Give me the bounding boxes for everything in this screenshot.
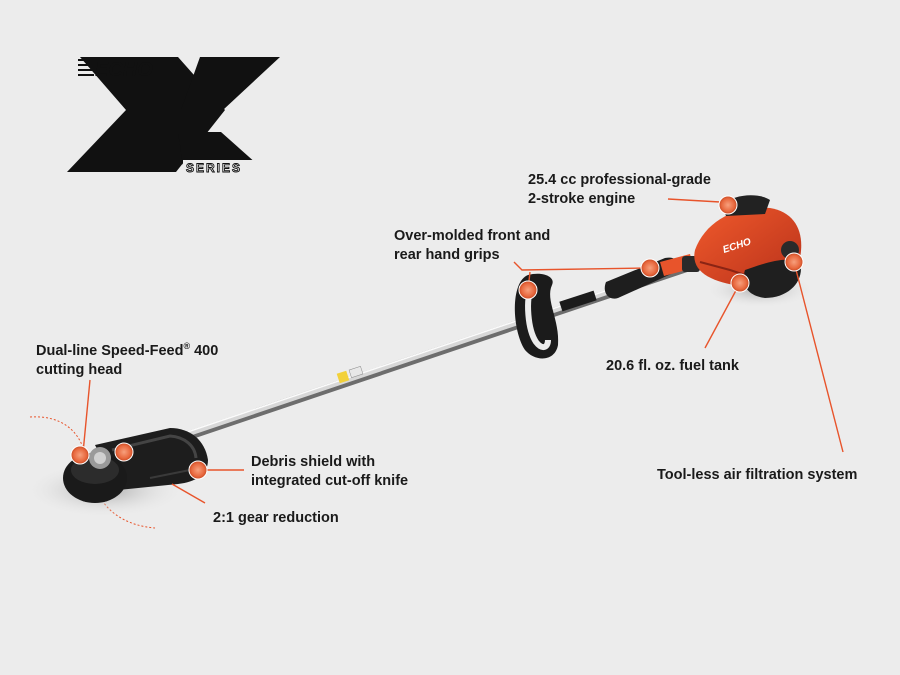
callout-fuel-tank: 20.6 fl. oz. fuel tank (606, 357, 739, 376)
string-trimmer-product-image: ECHO (25, 195, 815, 518)
callout-cutting-head-line2: cutting head (36, 361, 123, 378)
callout-cutting-head: Dual-line Speed-Feed® 400 cutting head (36, 337, 218, 380)
series-text: SERIES (186, 161, 242, 175)
callout-air-filter: Tool-less air filtration system (657, 466, 857, 485)
callout-air-filter-line1: Tool-less air filtration system (657, 467, 858, 483)
hotspot-marker (70, 445, 90, 465)
echo-wordmark: ECHO (78, 59, 153, 81)
hotspot-marker (114, 442, 134, 462)
hotspot-markers[interactable] (70, 195, 804, 480)
callout-grips: Over-molded front and rear hand grips (394, 227, 550, 265)
hotspot-marker (188, 460, 208, 480)
callout-debris-shield-line2: integrated cut-off knife (251, 473, 409, 489)
callout-gear-reduction: 2:1 gear reduction (213, 509, 339, 528)
echo-logo-text: ECHO (95, 59, 153, 81)
callout-grips-line1: Over-molded front and (394, 228, 551, 244)
hotspot-marker (784, 252, 804, 272)
callout-grips-line2: rear hand grips (394, 247, 500, 263)
echo-x-series-logo: SERIES ECHO (67, 57, 280, 175)
callout-engine: 25.4 cc professional-grade 2-stroke engi… (528, 171, 711, 209)
hotspot-marker (730, 273, 750, 293)
callout-debris-shield: Debris shield with integrated cut-off kn… (251, 453, 408, 491)
callout-fuel-tank-line1: 20.6 fl. oz. fuel tank (606, 358, 739, 374)
callout-engine-line1: 25.4 cc professional-grade (528, 172, 711, 188)
callout-engine-line2: 2-stroke engine (528, 191, 636, 207)
callout-debris-shield-line1: Debris shield with (251, 454, 376, 470)
callout-leader-lines (82, 198, 844, 504)
hotspot-marker (718, 195, 738, 215)
callout-cutting-head-line1: Dual-line Speed-Feed® 400 (36, 341, 219, 359)
hotspot-marker (518, 280, 538, 300)
callout-gear-reduction-line1: 2:1 gear reduction (213, 510, 339, 526)
hotspot-marker (640, 258, 660, 278)
